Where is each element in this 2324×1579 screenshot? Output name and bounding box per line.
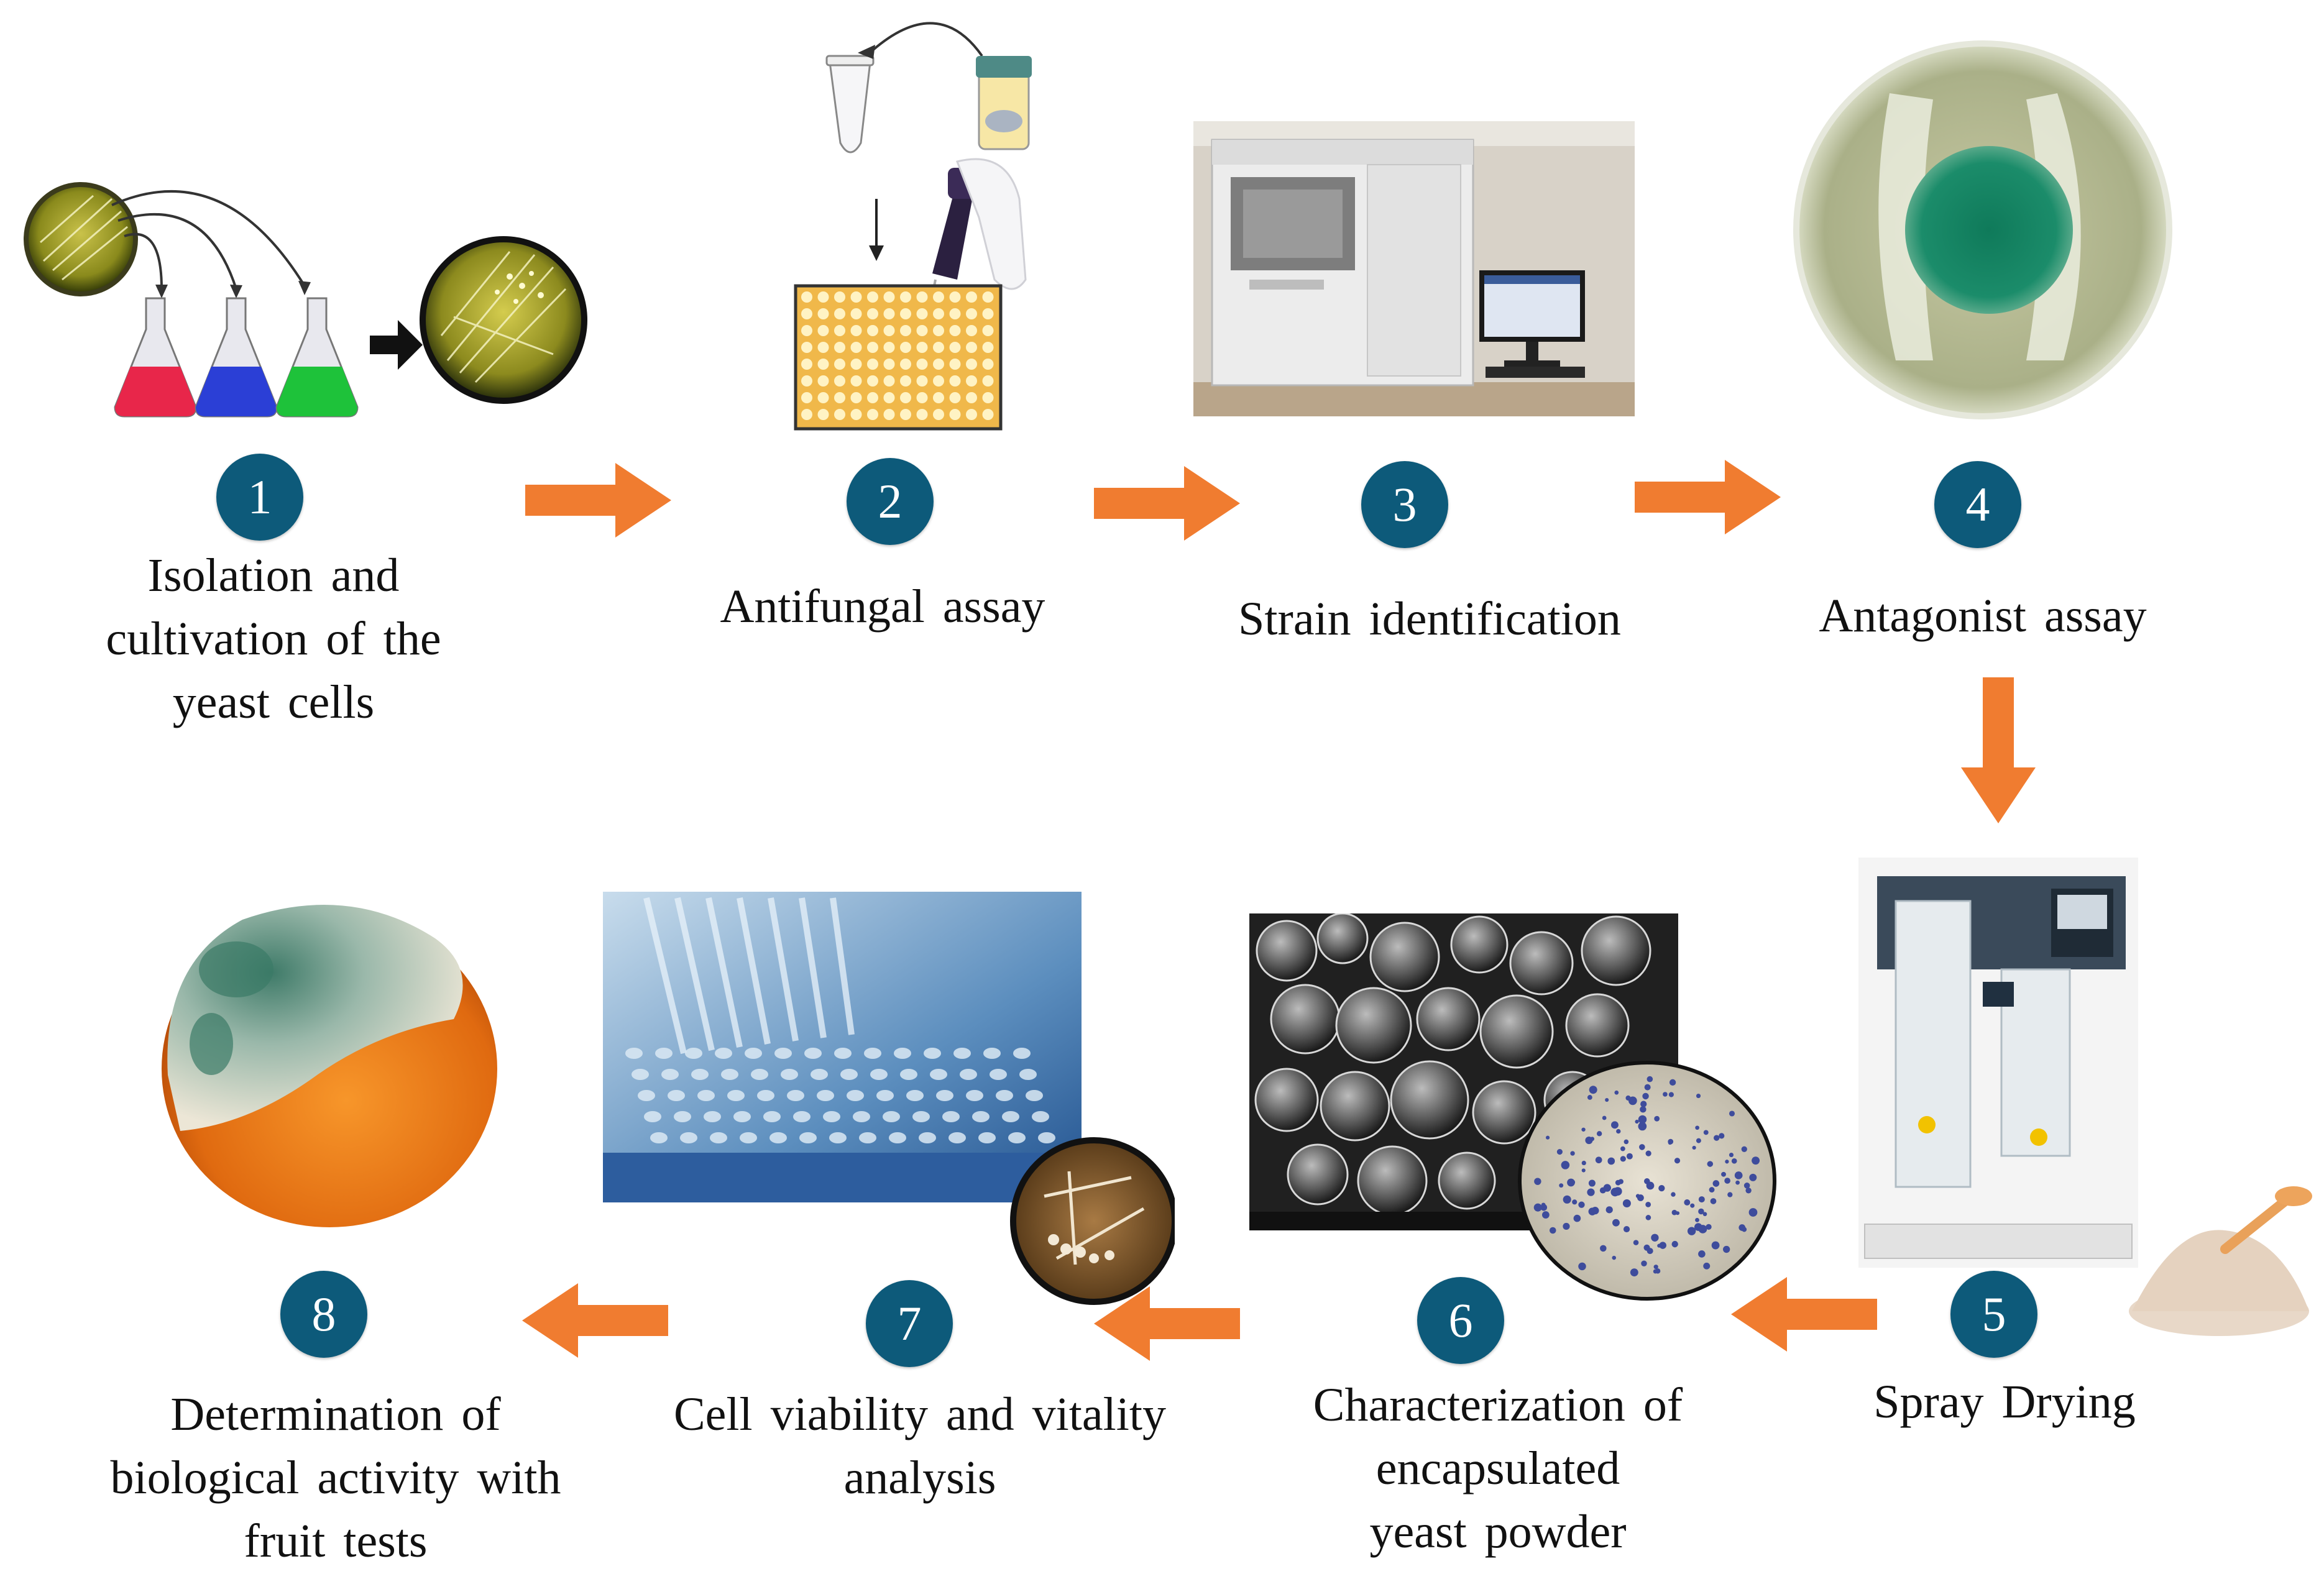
powder-pile <box>2129 1186 2312 1336</box>
step-3-label: Strain identification <box>1238 593 1621 645</box>
step-7-badge: 7 <box>866 1280 953 1367</box>
step-8-label: Determination of biological activity wit… <box>110 1388 561 1567</box>
step-2-badge: 2 <box>847 458 934 545</box>
sequencer-instrument <box>1211 139 1474 387</box>
step-2-label: Antifungal assay <box>720 580 1045 633</box>
petri-dish-fungal-colony-illustration <box>1793 40 2172 419</box>
step-5-badge: 5 <box>1950 1271 2037 1358</box>
step-6-label: Characterization of encapsulated yeast p… <box>1313 1379 1683 1558</box>
petri-dish-and-culture-flasks-illustration <box>24 182 587 418</box>
arrow-2-to-3-icon <box>1094 466 1240 541</box>
arrow-3-to-4-icon <box>1635 460 1781 534</box>
culture-vial-icon <box>976 56 1032 150</box>
colony-plate <box>1010 1137 1175 1305</box>
step-6-badge: 6 <box>1417 1277 1504 1364</box>
sem-micrograph-and-stained-cells-illustration <box>1249 913 1776 1301</box>
step-1-label: Isolation and cultivation of the yeast c… <box>106 549 441 728</box>
step-5-label: Spray Drying <box>1873 1376 2136 1428</box>
step-1-badge: 1 <box>216 454 303 541</box>
arrow-6-to-7-icon <box>1094 1286 1240 1361</box>
step-7-label: Cell viability and vitality analysis <box>673 1388 1166 1504</box>
arrow-4-to-5-icon <box>1961 677 2036 823</box>
step-4-badge: 4 <box>1934 461 2021 548</box>
red-culture-flask <box>114 297 197 418</box>
microtube-icon <box>825 55 875 153</box>
large-petri-dish <box>420 236 587 404</box>
step-3-badge: 3 <box>1361 461 1448 548</box>
step-8-badge: 8 <box>280 1271 367 1358</box>
green-culture-flask <box>275 297 359 418</box>
arrow-7-to-8-icon <box>522 1283 668 1358</box>
well-plate-icon <box>794 284 1003 431</box>
moldy-orange-illustration <box>162 905 497 1227</box>
black-arrow-icon <box>370 320 423 370</box>
multichannel-pipette-and-well-plate-illustration <box>794 22 1032 431</box>
fungal-colony <box>1905 146 2073 314</box>
arrow-1-to-2-icon <box>525 463 671 538</box>
arrow-5-to-6-icon <box>1731 1277 1877 1352</box>
spray-dryer-and-powder-illustration <box>1858 858 2312 1336</box>
pipetting-well-plate-and-colony-plate-illustration <box>603 892 1175 1305</box>
spray-dryer-instrument <box>1858 858 2138 1268</box>
sequencer-instrument-and-computer-illustration <box>1193 121 1635 416</box>
blue-culture-flask <box>195 297 278 418</box>
computer-monitor <box>1479 270 1585 378</box>
small-petri-dish <box>24 182 138 296</box>
step-4-label: Antagonist assay <box>1819 590 2147 642</box>
